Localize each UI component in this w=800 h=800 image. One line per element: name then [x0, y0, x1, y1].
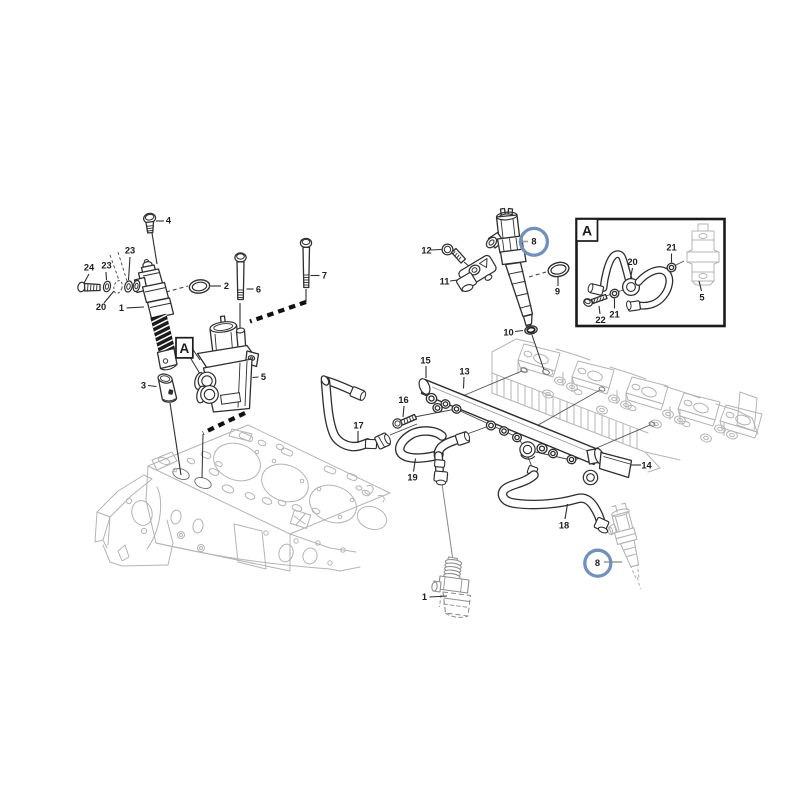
svg-text:20: 20 [96, 302, 106, 312]
svg-text:3: 3 [141, 381, 146, 391]
svg-text:13: 13 [459, 367, 469, 377]
svg-text:4: 4 [166, 216, 172, 226]
svg-text:12: 12 [421, 246, 431, 256]
svg-text:1: 1 [422, 592, 427, 602]
svg-text:9: 9 [555, 287, 560, 297]
svg-text:A: A [582, 223, 592, 239]
svg-text:24: 24 [84, 263, 95, 273]
svg-text:2: 2 [224, 281, 229, 291]
svg-text:1: 1 [119, 303, 124, 313]
svg-text:23: 23 [125, 246, 135, 256]
svg-text:16: 16 [398, 395, 408, 405]
svg-text:17: 17 [353, 421, 363, 431]
svg-text:22: 22 [595, 315, 605, 325]
svg-text:6: 6 [256, 285, 261, 295]
svg-text:11: 11 [440, 277, 450, 287]
svg-text:8: 8 [531, 237, 536, 247]
svg-text:10: 10 [503, 328, 513, 338]
svg-text:19: 19 [407, 473, 417, 483]
svg-text:23: 23 [101, 261, 111, 271]
svg-text:20: 20 [627, 257, 637, 267]
svg-text:7: 7 [322, 271, 327, 281]
svg-text:8: 8 [595, 558, 600, 568]
svg-text:15: 15 [420, 356, 430, 366]
svg-text:14: 14 [641, 461, 652, 471]
svg-text:A: A [180, 341, 190, 356]
svg-text:5: 5 [261, 372, 266, 382]
svg-text:5: 5 [699, 293, 704, 303]
svg-text:18: 18 [559, 521, 569, 531]
svg-text:21: 21 [666, 243, 676, 253]
svg-text:21: 21 [609, 310, 619, 320]
